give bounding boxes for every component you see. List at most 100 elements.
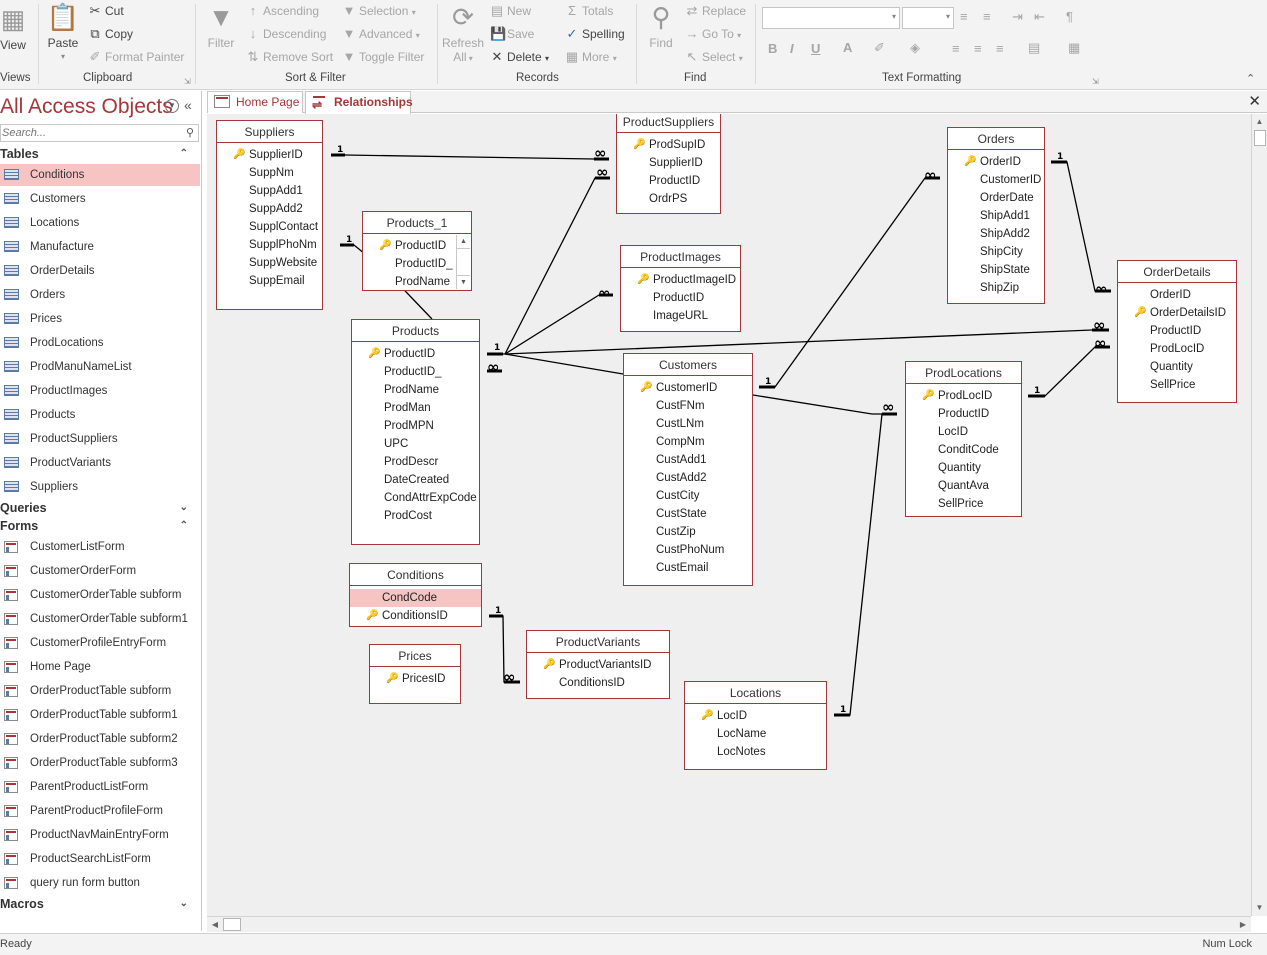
nav-form-item[interactable]: ProductNavMainEntryForm xyxy=(0,824,200,846)
text-formatting-launcher-icon[interactable]: ⇲ xyxy=(1092,77,1099,86)
field-list-scrollbar[interactable]: ▲▼ xyxy=(456,235,470,289)
table-field[interactable]: OrderDate xyxy=(948,189,1044,207)
nav-section-forms[interactable]: Forms ⌃ xyxy=(0,517,200,535)
scroll-up-icon[interactable]: ▲ xyxy=(457,235,470,249)
relationship-line[interactable] xyxy=(752,394,897,415)
table-field[interactable]: LocNotes xyxy=(685,743,826,761)
nav-form-item[interactable]: ParentProductProfileForm xyxy=(0,800,200,822)
table-field[interactable]: SuppAdd1 xyxy=(217,182,322,200)
table-title[interactable]: Locations xyxy=(685,682,826,704)
nav-section-macros[interactable]: Macros ⌄ xyxy=(0,895,200,913)
table-field[interactable]: SellPrice xyxy=(906,495,1021,513)
spelling-button[interactable]: ✓Spelling xyxy=(565,26,625,42)
align-center-icon[interactable]: ≡ xyxy=(974,41,982,56)
table-field[interactable]: 🔑SupplierID xyxy=(217,146,322,164)
font-size-combo[interactable]: ▾ xyxy=(902,7,954,29)
table-field[interactable]: SellPrice xyxy=(1118,376,1236,394)
format-painter-button[interactable]: ✐Format Painter xyxy=(88,49,185,65)
scroll-down-icon[interactable]: ▼ xyxy=(1255,903,1264,912)
nav-table-item[interactable]: ProdLocations xyxy=(0,332,200,354)
table-field[interactable]: ProdName xyxy=(363,273,471,290)
nav-form-item[interactable]: OrderProductTable subform2 xyxy=(0,728,200,750)
numbering-icon[interactable]: ≡ xyxy=(983,9,991,24)
table-field[interactable]: ImageURL xyxy=(621,307,740,325)
nav-table-item[interactable]: Prices xyxy=(0,308,200,330)
table-field[interactable]: ProductID_ xyxy=(363,255,471,273)
table-field[interactable]: ProdName xyxy=(352,381,479,399)
cut-button[interactable]: ✂Cut xyxy=(88,3,124,19)
select-button[interactable]: ↖Select ▾ xyxy=(685,49,743,67)
table-field[interactable]: 🔑CustomerID xyxy=(624,379,752,397)
vertical-scrollbar[interactable]: ▲ ▼ xyxy=(1251,114,1267,916)
table-field[interactable]: OrdrPS xyxy=(617,190,720,208)
nav-form-item[interactable]: Home Page xyxy=(0,656,200,678)
table-field[interactable]: ProductID xyxy=(1118,322,1236,340)
table-field[interactable]: 🔑OrderID xyxy=(948,153,1044,171)
table-field[interactable]: CustEmail xyxy=(624,559,752,577)
nav-form-item[interactable]: OrderProductTable subform1 xyxy=(0,704,200,726)
replace-button[interactable]: ⇄Replace xyxy=(685,3,746,19)
nav-table-item[interactable]: Locations xyxy=(0,212,200,234)
table-field[interactable]: SupplContact xyxy=(217,218,322,236)
increase-indent-icon[interactable]: ⇥ xyxy=(1012,9,1023,24)
table-field[interactable]: Quantity xyxy=(1118,358,1236,376)
table-field[interactable]: SuppEmail xyxy=(217,272,322,290)
table-title[interactable]: OrderDetails xyxy=(1118,261,1236,283)
table-field[interactable]: 🔑PricesID xyxy=(370,670,460,688)
gridlines-icon[interactable]: ▦ xyxy=(1068,40,1081,55)
relationship-line[interactable] xyxy=(504,294,613,355)
table-title[interactable]: ProdLocations xyxy=(906,362,1021,384)
nav-table-item[interactable]: Manufacture xyxy=(0,236,200,258)
find-button[interactable]: ⚲ Find xyxy=(644,2,678,50)
scroll-down-icon[interactable]: ▼ xyxy=(457,275,470,289)
table-field[interactable]: ProductID xyxy=(621,289,740,307)
table-field[interactable]: CustAdd1 xyxy=(624,451,752,469)
nav-table-item[interactable]: Products xyxy=(0,404,200,426)
alternate-row-color-icon[interactable]: ▤ xyxy=(1028,40,1041,55)
table-field[interactable]: Quantity xyxy=(906,459,1021,477)
align-left-icon[interactable]: ≡ xyxy=(952,41,960,56)
ascending-button[interactable]: ↑Ascending xyxy=(246,3,319,19)
table-field[interactable]: CompNm xyxy=(624,433,752,451)
highlight-icon[interactable]: ✐ xyxy=(874,40,885,55)
table-field[interactable]: UPC xyxy=(352,435,479,453)
nav-table-item[interactable]: Customers xyxy=(0,188,200,210)
table-title[interactable]: ProductImages xyxy=(621,246,740,268)
toggle-filter-button[interactable]: ▼Toggle Filter xyxy=(342,49,425,65)
table-field[interactable]: 🔑ProdSupID xyxy=(617,136,720,154)
relationship-line[interactable] xyxy=(489,177,610,355)
scroll-thumb[interactable] xyxy=(223,918,241,931)
nav-form-item[interactable]: OrderProductTable subform xyxy=(0,680,200,702)
table-field[interactable]: DateCreated xyxy=(352,471,479,489)
table-title[interactable]: Conditions xyxy=(350,564,481,586)
table-box-prices[interactable]: Prices🔑PricesID xyxy=(369,644,461,704)
table-field[interactable]: CustomerID xyxy=(948,171,1044,189)
table-field[interactable]: 🔑ProductID xyxy=(352,345,479,363)
nav-form-item[interactable]: OrderProductTable subform3 xyxy=(0,752,200,774)
bullets-icon[interactable]: ≡ xyxy=(960,9,968,24)
nav-table-item[interactable]: ProductSuppliers xyxy=(0,428,200,450)
table-field[interactable]: 🔑ProductImageID xyxy=(621,271,740,289)
nav-section-tables[interactable]: Tables ⌃ xyxy=(0,145,200,163)
nav-form-item[interactable]: query run form button xyxy=(0,872,200,894)
paste-button[interactable]: 📋 Paste ▾ xyxy=(46,2,80,64)
table-field[interactable]: ShipZip xyxy=(948,279,1044,297)
table-field[interactable]: CustCity xyxy=(624,487,752,505)
table-field[interactable]: ProdCost xyxy=(352,507,479,525)
align-right-icon[interactable]: ≡ xyxy=(996,41,1004,56)
horizontal-scrollbar[interactable]: ◀ ▶ xyxy=(207,916,1251,932)
descending-button[interactable]: ↓Descending xyxy=(246,26,327,42)
remove-sort-button[interactable]: ⇅Remove Sort xyxy=(246,49,333,65)
nav-form-item[interactable]: ProductSearchListForm xyxy=(0,848,200,870)
table-field[interactable]: LocID xyxy=(906,423,1021,441)
table-field[interactable]: LocName xyxy=(685,725,826,743)
relationship-line[interactable] xyxy=(759,177,940,388)
